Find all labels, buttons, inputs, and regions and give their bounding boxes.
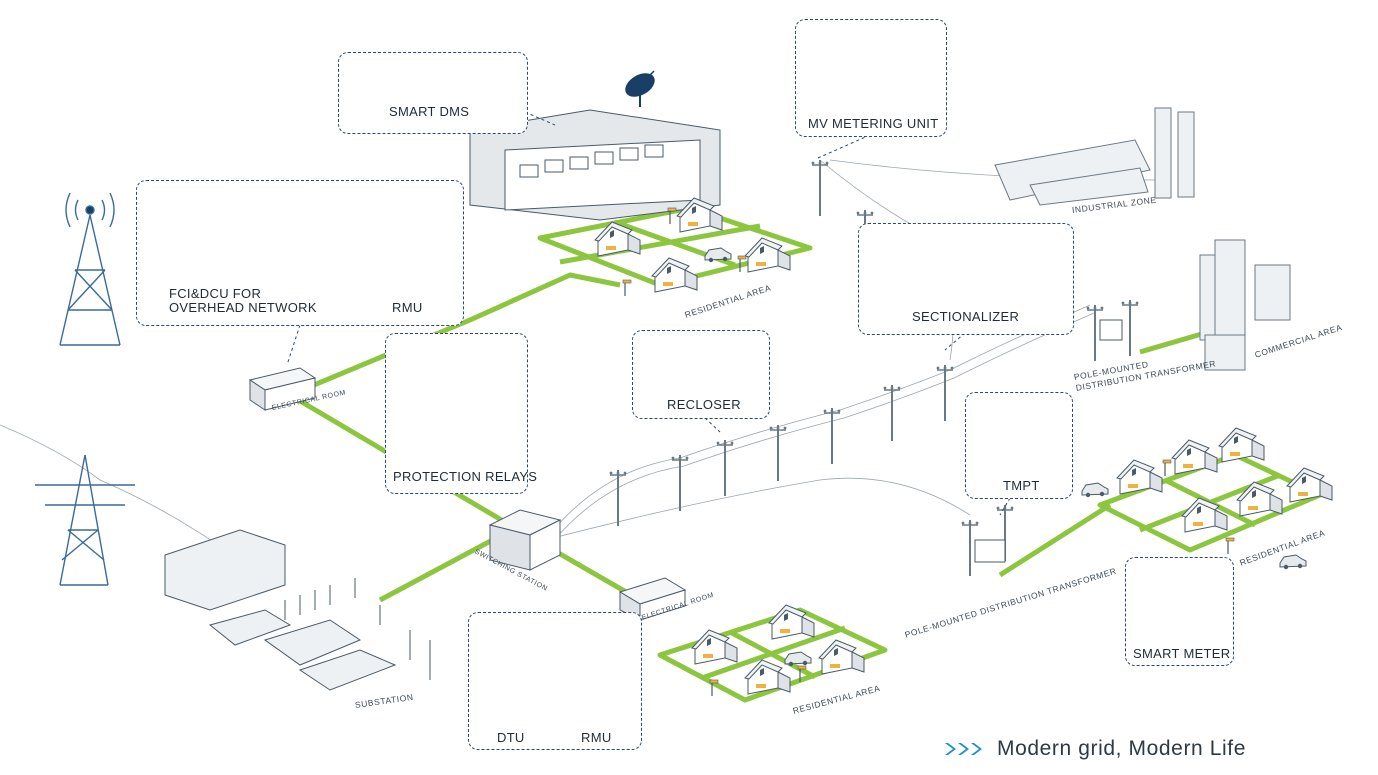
- utility-pole-icon: [670, 454, 690, 512]
- callout-pointers: [286, 111, 1011, 516]
- utility-pole-icon: [810, 159, 830, 217]
- house-icon: [691, 629, 738, 665]
- control-center-building: [469, 109, 721, 221]
- callout-smart-dms: SMART DMS: [338, 52, 528, 134]
- callout-sectionalizer: SECTIONALIZER: [858, 223, 1074, 335]
- house-icon: [651, 257, 698, 293]
- callout-smart-meter: SMART METER: [1125, 557, 1234, 666]
- house-icon: [1116, 459, 1163, 495]
- house-icon: [744, 237, 791, 273]
- house-icon: [1218, 427, 1265, 463]
- car-icon: [1279, 554, 1307, 570]
- smart-meter-label: SMART METER: [1133, 646, 1231, 661]
- utility-pole-icon: [822, 407, 842, 465]
- utility-pole-icon: [715, 439, 735, 497]
- car-icon: [784, 651, 812, 667]
- sectionalizer-label: SECTIONALIZER: [912, 309, 1020, 324]
- callout-mv-metering-unit: MV METERING UNIT: [795, 19, 947, 137]
- satellite-dish-icon: [625, 70, 655, 107]
- pole-transformer: [974, 539, 1006, 563]
- commercial-buildings: [1199, 239, 1291, 371]
- transmission-tower-icon: [35, 454, 135, 586]
- house-icon: [818, 639, 865, 675]
- utility-poles: [608, 159, 1140, 577]
- rmu-top-label: RMU: [392, 300, 423, 315]
- tmpt-label: TMPT: [1003, 478, 1040, 493]
- utility-pole-icon: [1120, 299, 1140, 357]
- house-icon: [744, 659, 791, 695]
- dtu-label: DTU: [497, 730, 525, 745]
- fci-dcu-label: FCI&DCU FOR OVERHEAD NETWORK: [169, 286, 317, 315]
- tagline-text: Modern grid, Modern Life: [997, 737, 1247, 760]
- radio-tower-icon: [59, 192, 121, 346]
- house-icon: [768, 604, 815, 640]
- pole-transformer: [1099, 319, 1123, 341]
- house-icon: [1286, 467, 1333, 503]
- smart-dms-label: SMART DMS: [389, 104, 470, 119]
- protection-relays-label: PROTECTION RELAYS: [393, 469, 538, 484]
- substation-equipment: [164, 529, 431, 691]
- callout-dtu-rmu: DTU RMU: [468, 612, 642, 750]
- recloser-label: RECLOSER: [667, 397, 741, 412]
- switching-station: [488, 509, 562, 571]
- house-icon: [1181, 497, 1228, 533]
- rmu-bottom-label: RMU: [581, 730, 612, 745]
- utility-pole-icon: [608, 469, 628, 527]
- utility-pole-icon: [768, 424, 788, 482]
- utility-pole-icon: [882, 384, 902, 442]
- callout-fci-dcu-rmu: FCI&DCU FOR OVERHEAD NETWORK RMU: [136, 180, 464, 326]
- industrial-buildings: [994, 107, 1195, 206]
- callout-tmpt: TMPT: [965, 392, 1073, 499]
- callout-recloser: RECLOSER: [632, 330, 770, 419]
- electrical-room-left: [248, 367, 317, 411]
- tagline: Modern grid, Modern Life: [945, 735, 1246, 763]
- mv-metering-unit-label: MV METERING UNIT: [808, 116, 939, 131]
- chevron-right-icon: [945, 743, 982, 755]
- house-icon: [1171, 439, 1218, 475]
- callout-protection-relays: PROTECTION RELAYS: [385, 333, 537, 494]
- car-icon: [1081, 482, 1109, 498]
- utility-pole-icon: [935, 364, 955, 422]
